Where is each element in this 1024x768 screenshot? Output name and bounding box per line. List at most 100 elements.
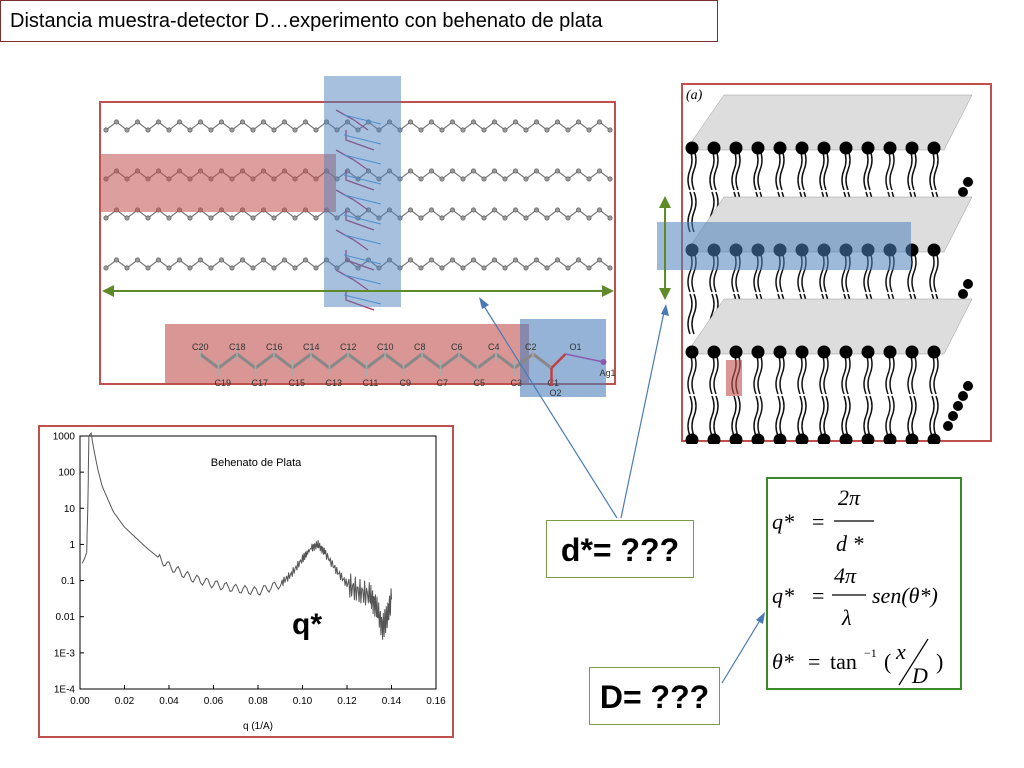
tan-function: tan — [830, 649, 857, 674]
lipid-tail — [889, 353, 895, 395]
x-variable: x — [895, 639, 906, 664]
carbon-atom — [449, 168, 455, 174]
bilayer-highlight — [657, 222, 911, 270]
carbon-atom — [575, 168, 581, 174]
lipid-head — [685, 433, 699, 444]
lipid-head — [751, 345, 765, 359]
carbon-atom — [229, 265, 235, 271]
lipid-tail — [731, 149, 737, 191]
carbon-atom — [481, 127, 487, 133]
lipid-tail — [911, 149, 917, 191]
arrowhead-left — [102, 285, 114, 297]
lipid-tail — [823, 149, 829, 191]
lipid-tail — [907, 395, 913, 437]
x-tick-label: 0.00 — [70, 696, 90, 707]
carbon-atom — [292, 127, 298, 133]
lipid-tail — [863, 149, 869, 191]
carbon-atom — [292, 265, 298, 271]
lipid-tail — [867, 353, 873, 395]
d-spacing-question: d*= ??? — [546, 520, 694, 578]
lipid-head — [963, 177, 973, 187]
lipid-head — [883, 433, 897, 444]
tail-highlight — [726, 360, 742, 396]
lipid-tail — [687, 395, 693, 437]
headgroup-highlight — [324, 76, 401, 307]
carbon-atom — [428, 119, 434, 125]
lipid-tail — [779, 395, 785, 437]
carbon-label: C5 — [474, 378, 486, 388]
lipid-head — [839, 433, 853, 444]
carbon-label: C4 — [488, 342, 500, 352]
lipid-tail — [907, 149, 913, 191]
carbon-atom — [261, 257, 267, 263]
lipid-head — [927, 243, 941, 257]
carbon-atom — [407, 257, 413, 263]
lipid-head — [839, 141, 853, 155]
carbon-atom — [418, 127, 424, 133]
carbon-atom — [565, 176, 571, 182]
lipid-head — [958, 391, 968, 401]
lipid-tail — [929, 353, 935, 395]
q-star-label: q* — [292, 608, 322, 641]
carbon-atom — [428, 257, 434, 263]
carbon-atom — [124, 215, 130, 221]
lipid-tail — [823, 395, 829, 437]
lipid-head — [707, 345, 721, 359]
carbon-atom — [502, 127, 508, 133]
lipid-tail — [713, 149, 719, 191]
carbon-label: C19 — [215, 378, 232, 388]
lipid-tail — [797, 395, 803, 437]
carbon-atom — [512, 207, 518, 213]
lipid-head — [963, 381, 973, 391]
carbon-atom — [418, 215, 424, 221]
x-tick-label: 0.12 — [337, 696, 357, 707]
carbon-atom — [145, 127, 151, 133]
carbon-atom — [145, 215, 151, 221]
lipid-tail — [933, 395, 939, 437]
lipid-tail — [753, 149, 759, 191]
carbon-atom — [145, 265, 151, 271]
lipid-tail — [735, 149, 741, 191]
carbon-atom — [313, 265, 319, 271]
carbon-atom — [449, 207, 455, 213]
o1-label: O1 — [570, 342, 582, 352]
lipid-head — [883, 141, 897, 155]
lipid-tail — [801, 353, 807, 395]
carbon-atom — [533, 119, 539, 125]
carbon-label: C15 — [289, 378, 306, 388]
carbon-label: C7 — [437, 378, 449, 388]
lipid-tail — [735, 395, 741, 437]
lipid-tail — [841, 395, 847, 437]
lipid-head — [817, 345, 831, 359]
carbon-label: C13 — [326, 378, 343, 388]
lipid-tail — [775, 395, 781, 437]
carbon-atom — [198, 119, 204, 125]
scattering-curve — [81, 431, 392, 640]
lipid-tail — [691, 293, 697, 335]
lipid-tail — [775, 149, 781, 191]
carbon-atom — [470, 207, 476, 213]
lipid-tail — [885, 395, 891, 437]
lipid-head — [773, 141, 787, 155]
chart-title: Behenato de Plata — [211, 457, 302, 469]
arrowhead-formulas — [756, 612, 765, 624]
carbon-atom — [134, 257, 140, 263]
lipid-head — [963, 279, 973, 289]
carbon-label: C11 — [363, 378, 379, 388]
lipid-tail — [841, 149, 847, 191]
carbon-atom — [219, 257, 225, 263]
carbon-atom — [177, 119, 183, 125]
carbon-atom — [103, 127, 109, 133]
carbon-atom — [554, 207, 560, 213]
carbon-atom — [124, 265, 130, 271]
d-arrowhead-top — [659, 196, 671, 208]
paren-close: ) — [936, 649, 943, 674]
x-tick-label: 0.04 — [159, 696, 179, 707]
lipid-tail — [775, 353, 781, 395]
y-tick-label: 1000 — [53, 432, 76, 443]
carbon-atom — [523, 176, 529, 182]
lipid-tail — [911, 395, 917, 437]
chain-highlight — [100, 154, 336, 212]
carbon-atom — [586, 176, 592, 182]
carbon-label: C10 — [377, 342, 394, 352]
